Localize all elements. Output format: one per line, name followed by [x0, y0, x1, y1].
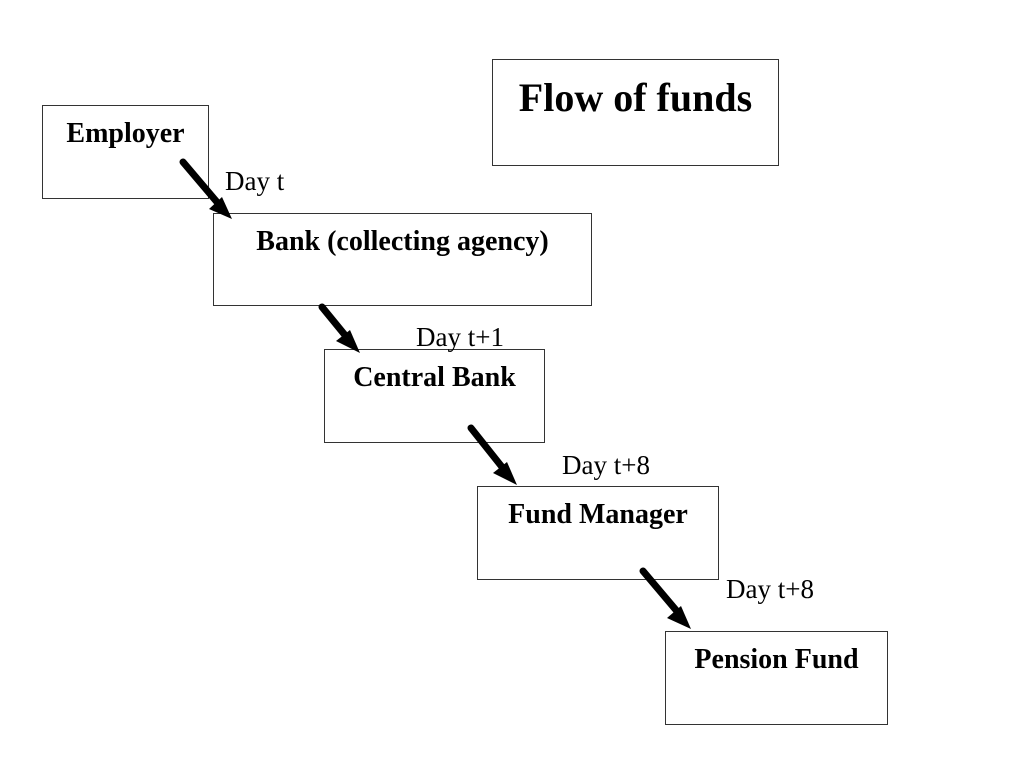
- diagram-title: Flow of funds: [518, 75, 753, 120]
- node-central-bank-label: Central Bank: [353, 362, 516, 393]
- node-pension-fund: Pension Fund: [665, 631, 888, 725]
- node-bank: Bank (collecting agency): [213, 213, 592, 306]
- node-employer: Employer: [42, 105, 209, 199]
- title-box: Flow of funds: [492, 59, 779, 166]
- edge-label-4: Day t+8: [726, 574, 814, 604]
- node-pension-fund-label: Pension Fund: [694, 644, 859, 675]
- node-fund-manager-label: Fund Manager: [508, 499, 688, 530]
- edge-label-3: Day t+8: [562, 450, 650, 480]
- edge-label-1: Day t: [225, 166, 285, 196]
- node-fund-manager: Fund Manager: [477, 486, 719, 580]
- edge-label-2: Day t+1: [416, 322, 504, 352]
- node-central-bank: Central Bank: [324, 349, 545, 443]
- node-employer-label: Employer: [66, 118, 185, 149]
- node-bank-label: Bank (collecting agency): [256, 226, 549, 257]
- arrow-bank-to-central-bank: [318, 303, 360, 353]
